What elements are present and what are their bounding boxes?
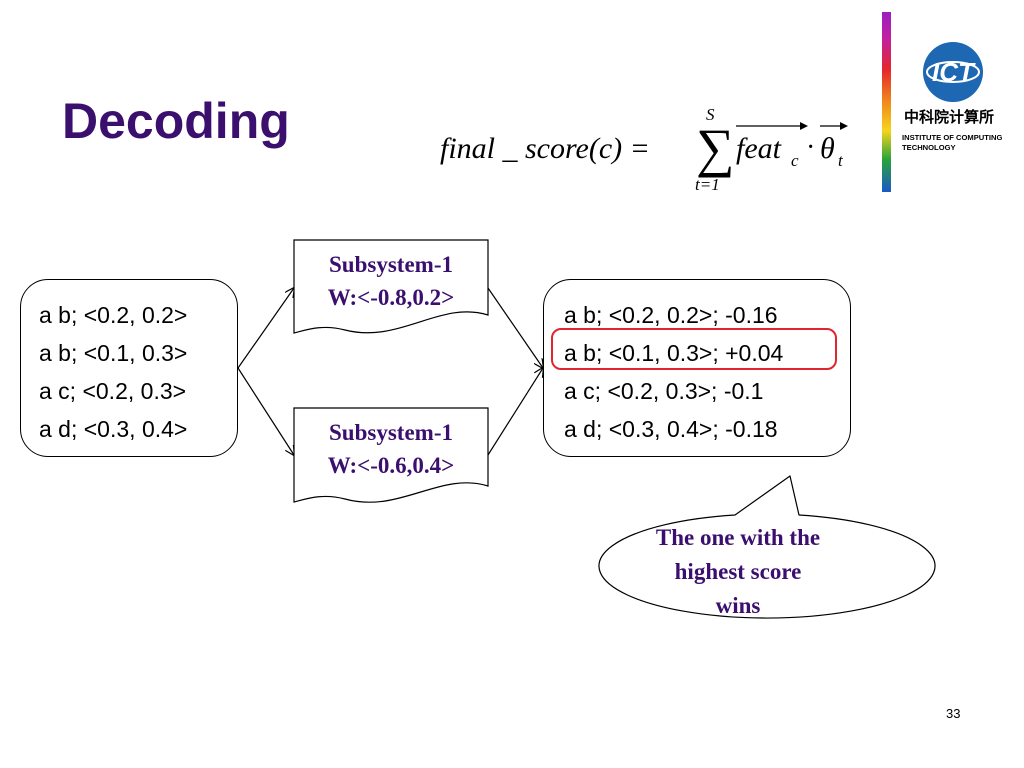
ict-logo: ICT 中科院计算所 INSTITUTE OF COMPUTING TECHNO… xyxy=(902,42,1002,152)
score-formula: final _ score(c) = ∑ S t=1 feat c · θ t xyxy=(440,105,848,194)
theta-arrowhead-icon xyxy=(840,122,848,130)
slide-title: Decoding xyxy=(62,93,290,149)
input-candidate: a b; <0.1, 0.3> xyxy=(39,340,188,366)
feat-arrowhead-icon xyxy=(800,122,808,130)
scored-candidate: a b; <0.2, 0.2>; -0.16 xyxy=(564,302,778,328)
formula-lhs: final _ score(c) = xyxy=(440,132,650,165)
input-candidates-box: a b; <0.2, 0.2> a b; <0.1, 0.3> a c; <0.… xyxy=(20,279,238,457)
arrow-input-to-subsystem-top xyxy=(237,288,294,369)
scored-candidate: a c; <0.2, 0.3>; -0.1 xyxy=(564,378,764,404)
sum-upper-limit: S xyxy=(706,105,715,124)
formula-theta: θ xyxy=(820,132,835,165)
formula-feat: feat xyxy=(736,132,782,165)
callout-line2: highest score xyxy=(675,559,802,584)
logo-orbit-icon xyxy=(926,61,980,83)
page-number: 33 xyxy=(946,706,961,721)
logo-circle-icon xyxy=(923,42,983,102)
arrow-input-to-subsystem-bottom xyxy=(237,367,294,455)
subsystem-bottom-weights: W:<-0.6,0.4> xyxy=(328,453,455,478)
winner-highlight xyxy=(551,328,837,370)
input-candidate: a d; <0.3, 0.4> xyxy=(39,416,188,442)
input-candidate: a c; <0.2, 0.3> xyxy=(39,378,187,404)
input-candidate: a b; <0.2, 0.2> xyxy=(39,302,188,328)
arrow-subsystem-bottom-to-output xyxy=(487,368,543,456)
formula-dot: · xyxy=(806,132,815,163)
callout-line1: The one with the xyxy=(656,525,820,550)
callout-line3: wins xyxy=(716,593,761,618)
arrow-subsystem-top-to-output xyxy=(487,287,543,368)
subsystem-bottom-name: Subsystem-1 xyxy=(329,420,453,445)
logo-acronym: ICT xyxy=(932,57,976,87)
formula-theta-subscript: t xyxy=(838,151,844,170)
sum-sign-icon: ∑ xyxy=(696,118,735,178)
subsystem-top-name: Subsystem-1 xyxy=(329,252,453,277)
logo-chinese: 中科院计算所 xyxy=(904,108,994,126)
subsystem-top-weights: W:<-0.8,0.2> xyxy=(328,285,455,310)
logo-line2: TECHNOLOGY xyxy=(902,143,956,152)
callout-bubble xyxy=(598,475,936,619)
subsystem-bottom-box xyxy=(293,407,489,503)
logo-line1: INSTITUTE OF COMPUTING xyxy=(902,133,1002,142)
scored-candidate: a d; <0.3, 0.4>; -0.18 xyxy=(564,416,778,442)
scored-candidate-winner: a b; <0.1, 0.3>; +0.04 xyxy=(564,340,784,366)
sum-lower-limit: t=1 xyxy=(695,175,720,194)
subsystem-top-box xyxy=(293,239,489,334)
formula-feat-subscript: c xyxy=(791,151,799,170)
rainbow-bar xyxy=(882,12,891,192)
